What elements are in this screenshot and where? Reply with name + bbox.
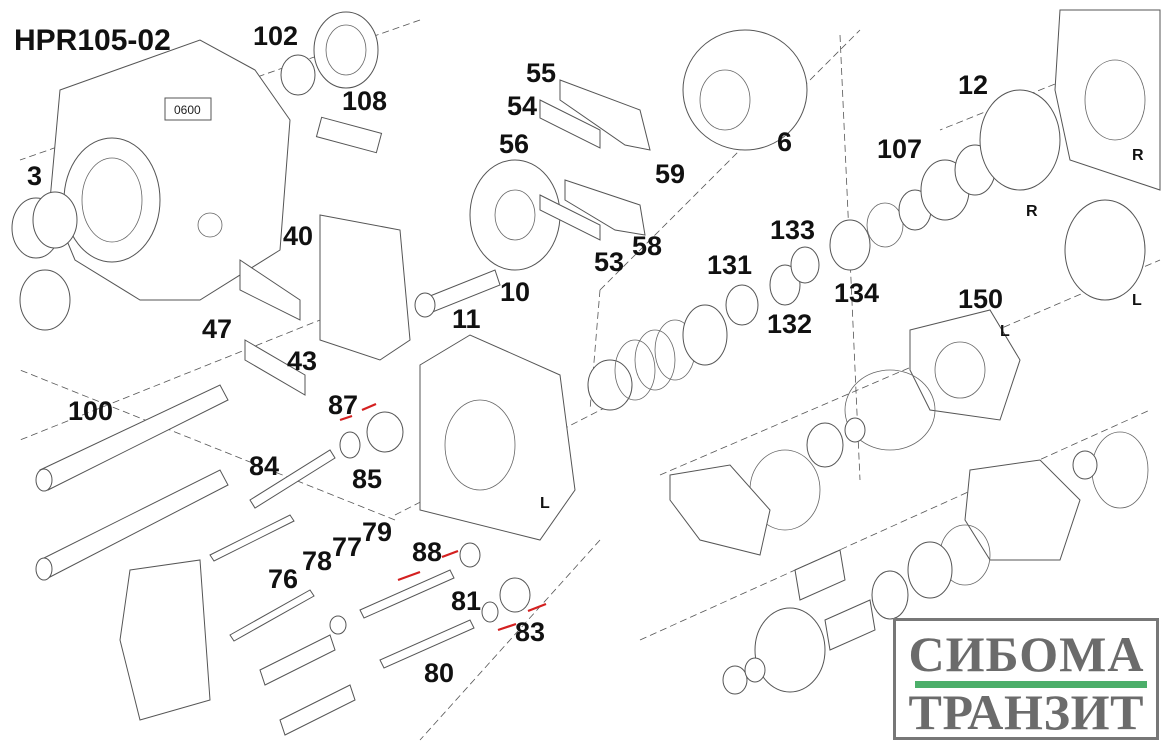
spring-pack <box>587 9 1161 411</box>
label-R-back: R <box>1132 147 1144 164</box>
highlight-marks <box>339 402 547 632</box>
svg-text:0600: 0600 <box>174 103 201 117</box>
label-107: 107 <box>877 134 922 164</box>
label-54: 54 <box>507 91 537 121</box>
label-102: 102 <box>253 21 298 51</box>
retainer-parts <box>539 29 808 241</box>
label-L-pump: L <box>1000 323 1010 340</box>
label-134: 134 <box>834 278 879 308</box>
label-L-plate: L <box>1132 292 1142 309</box>
logo-accent-bar <box>915 681 1147 688</box>
logo-line1: СИБОМА <box>909 626 1144 682</box>
label-R-front: R <box>1026 203 1038 220</box>
label-81: 81 <box>451 586 481 616</box>
label-88: 88 <box>412 537 442 567</box>
pump-housing: 0600 <box>49 39 291 301</box>
label-55: 55 <box>526 58 556 88</box>
valve-block <box>419 334 576 541</box>
label-85: 85 <box>352 464 382 494</box>
label-84: 84 <box>249 451 279 481</box>
label-87: 87 <box>328 390 358 420</box>
housing-tag-box <box>164 97 212 121</box>
label-6: 6 <box>777 127 792 157</box>
label-10: 10 <box>500 277 530 307</box>
drive-shafts <box>35 384 531 736</box>
label-47: 47 <box>202 314 232 344</box>
label-80: 80 <box>424 658 454 688</box>
label-L-block: L <box>540 495 550 512</box>
label-78: 78 <box>302 546 332 576</box>
label-133: 133 <box>770 215 815 245</box>
label-100: 100 <box>68 396 113 426</box>
logo-line2: ТРАНЗИТ <box>909 684 1144 737</box>
label-131: 131 <box>707 250 752 280</box>
label-11: 11 <box>452 304 481 334</box>
label-3: 3 <box>27 161 42 191</box>
callout-labels: HPR105-02 102 108 3 40 47 43 100 87 85 8… <box>14 21 1144 688</box>
label-56: 56 <box>499 129 529 159</box>
label-76: 76 <box>268 564 298 594</box>
label-77: 77 <box>332 532 362 562</box>
logo-graphic: СИБОМА ТРАНЗИТ <box>909 626 1147 737</box>
label-150: 150 <box>958 284 1003 314</box>
watermark-logo: СИБОМА ТРАНЗИТ <box>893 618 1159 740</box>
label-43: 43 <box>287 346 317 376</box>
label-53: 53 <box>594 247 624 277</box>
label-108: 108 <box>342 86 387 116</box>
label-12: 12 <box>958 70 988 100</box>
label-59: 59 <box>655 159 685 189</box>
label-83: 83 <box>515 617 545 647</box>
swash-plate <box>239 159 561 396</box>
label-40: 40 <box>283 221 313 251</box>
label-79: 79 <box>362 517 392 547</box>
bearing-parts <box>11 11 383 331</box>
diagram-title: HPR105-02 <box>14 24 171 57</box>
label-58: 58 <box>632 231 662 261</box>
label-132: 132 <box>767 309 812 339</box>
charge-pump <box>669 309 1149 695</box>
